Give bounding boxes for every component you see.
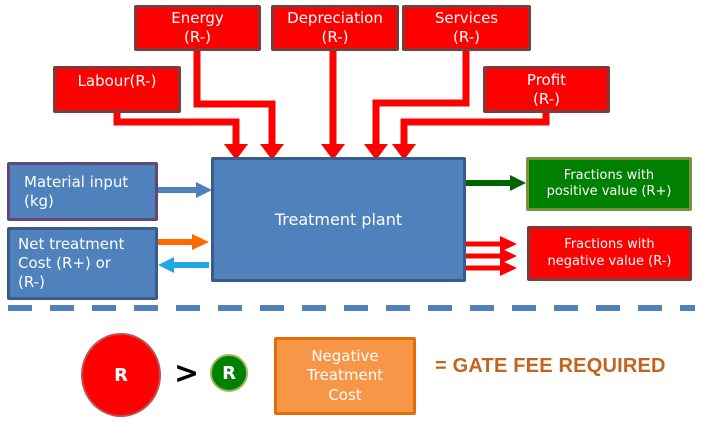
profit-box: Profit (R-) — [483, 66, 610, 113]
negative-treatment-cost-box: Negative Treatment Cost — [274, 337, 416, 415]
labour-label: Labour(R-) — [77, 72, 157, 90]
positive-output-arrow — [465, 175, 526, 191]
negative-line2: negative value (R-) — [547, 253, 672, 269]
neg-cost-line1: Negative — [311, 346, 379, 365]
material-input-line2: (kg) — [24, 191, 54, 210]
treatment-plant-box: Treatment plant — [211, 157, 466, 282]
depreciation-arrow — [321, 50, 345, 160]
profit-arrow — [392, 112, 550, 160]
positive-line1: Fractions with — [563, 167, 655, 183]
negative-fractions-box: Fractions with negative value (R-) — [527, 226, 692, 281]
material-input-line1: Material input — [24, 172, 129, 191]
services-arrow — [364, 50, 470, 160]
energy-box: Energy (R-) — [134, 5, 261, 51]
net-treatment-line1: Net treatment — [18, 235, 125, 254]
material-input-box: Material input (kg) — [7, 162, 158, 221]
neg-cost-line2: Treatment — [306, 366, 384, 385]
energy-arrow — [193, 50, 284, 160]
profit-sign: (R-) — [533, 89, 560, 108]
greater-than-symbol: > — [174, 356, 200, 391]
large-cost-circle: R — [81, 333, 161, 417]
neg-cost-line3: Cost — [328, 385, 362, 404]
cost-out-arrow — [158, 257, 209, 273]
negative-line1: Fractions with — [564, 237, 655, 253]
net-treatment-cost-box: Net treatment Cost (R+) or (R-) — [7, 227, 158, 300]
depreciation-sign: (R-) — [321, 28, 349, 46]
depreciation-label: Depreciation — [287, 9, 383, 28]
gate-fee-required-text: = GATE FEE REQUIRED — [435, 355, 666, 377]
labour-box: Labour(R-) — [53, 66, 181, 113]
depreciation-box: Depreciation (R-) — [271, 5, 399, 51]
net-treatment-line2: Cost (R+) or — [18, 254, 111, 273]
net-treatment-line3: (R-) — [18, 272, 45, 291]
small-revenue-circle: R — [210, 354, 248, 392]
profit-label: Profit — [526, 70, 567, 89]
large-cost-circle-label: R — [114, 364, 128, 386]
positive-fractions-box: Fractions with positive value (R+) — [526, 157, 692, 211]
energy-sign: (R-) — [184, 28, 211, 46]
material-input-arrow — [157, 182, 212, 198]
positive-line2: positive value (R+) — [546, 184, 672, 199]
services-box: Services (R-) — [402, 5, 531, 51]
treatment-plant-label: Treatment plant — [274, 209, 403, 229]
negative-output-arrows — [465, 236, 517, 276]
energy-label: Energy — [171, 9, 224, 28]
small-revenue-circle-label: R — [222, 362, 236, 384]
services-sign: (R-) — [453, 28, 480, 46]
services-label: Services — [434, 9, 499, 28]
labour-arrow — [113, 112, 248, 160]
cost-in-arrow — [157, 234, 209, 250]
